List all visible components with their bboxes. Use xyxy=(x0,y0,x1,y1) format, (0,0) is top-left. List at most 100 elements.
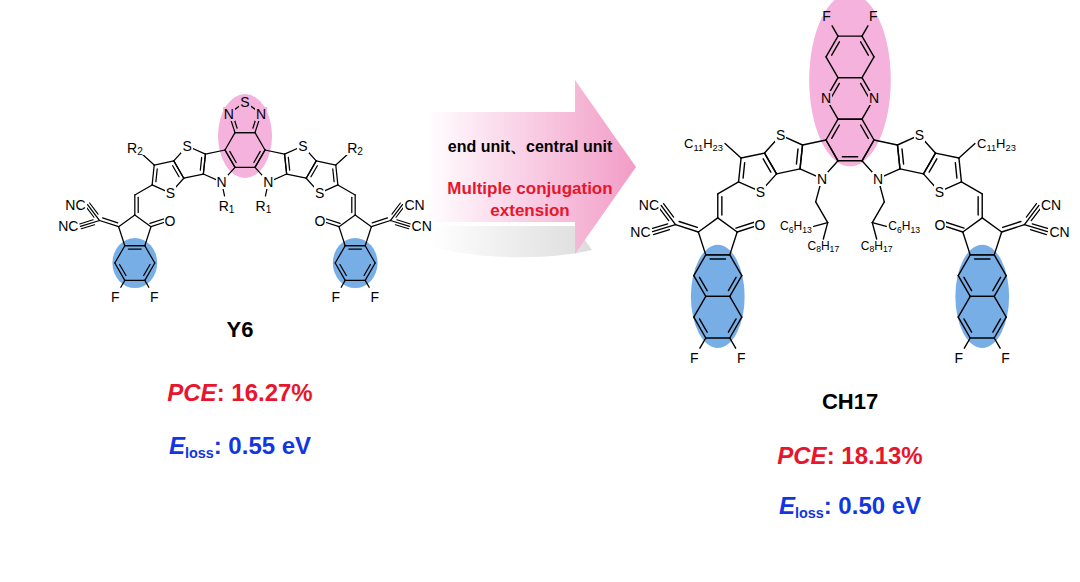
bond-line xyxy=(345,245,365,246)
bond-line xyxy=(235,132,255,133)
bond-line xyxy=(838,119,862,120)
atom-label: O xyxy=(164,214,177,228)
bond-line xyxy=(872,223,886,227)
bond-line xyxy=(862,57,874,78)
bond-line xyxy=(316,161,336,165)
bond-line xyxy=(100,221,119,227)
bond-line xyxy=(963,218,982,232)
atom-label: NC xyxy=(64,198,86,212)
atom-label: F xyxy=(149,290,160,304)
bond-line xyxy=(265,150,285,154)
bond-line xyxy=(730,296,742,317)
bond-line xyxy=(970,254,994,255)
bond-line xyxy=(963,232,970,255)
bond-line xyxy=(741,153,764,158)
atom-label: R2 xyxy=(346,141,364,155)
highlight-group xyxy=(112,0,1009,348)
bond-line xyxy=(826,57,838,78)
bond-line xyxy=(897,145,900,169)
bond-line xyxy=(862,26,868,36)
atom-label: F xyxy=(736,351,747,365)
atom-label: F xyxy=(1000,351,1011,365)
bond-line xyxy=(235,167,255,168)
bond-line xyxy=(138,197,139,212)
bond-line xyxy=(1024,225,1047,232)
atom-label: N xyxy=(255,107,267,121)
bond-line xyxy=(355,215,371,227)
bond-line xyxy=(718,182,739,194)
bond-line xyxy=(205,150,225,154)
bond-line xyxy=(115,246,125,263)
bond-line xyxy=(728,277,736,290)
arrow-caption: Multiple conjugation extension xyxy=(429,178,631,222)
bond-line xyxy=(994,338,1000,348)
bond-line xyxy=(365,246,375,263)
bond-line xyxy=(958,255,970,276)
substituent-label: C8H17 xyxy=(806,240,840,252)
atom-label: R1 xyxy=(255,199,273,213)
bond-line xyxy=(1026,204,1036,217)
bond-line xyxy=(200,157,201,170)
atom-label: N xyxy=(216,175,228,189)
atom-label: N xyxy=(872,172,884,186)
bond-line xyxy=(1002,225,1025,232)
bond-line xyxy=(838,77,862,78)
bond-line xyxy=(81,225,94,229)
bond-line xyxy=(335,246,345,263)
highlight-ellipse xyxy=(955,245,1009,348)
bond-line xyxy=(826,140,838,161)
atom-label: F xyxy=(954,351,965,365)
bond-line xyxy=(959,158,962,182)
bond-line xyxy=(338,185,355,195)
bond-line xyxy=(929,159,937,172)
bond-line xyxy=(340,264,346,275)
bond-line xyxy=(842,156,857,157)
bond-line xyxy=(872,202,884,223)
highlight-ellipse xyxy=(218,94,272,178)
bond-line xyxy=(144,264,150,275)
bond-line xyxy=(706,296,730,297)
bond-line xyxy=(700,338,706,348)
bond-line xyxy=(676,225,699,232)
bond-line xyxy=(661,205,675,224)
bond-line xyxy=(970,296,994,297)
substituent-label: C6H13 xyxy=(887,220,921,232)
bond-line xyxy=(288,157,289,170)
bond-line xyxy=(902,149,904,164)
atom-label: S xyxy=(755,185,766,199)
bond-line xyxy=(961,182,982,194)
bond-line xyxy=(336,154,348,165)
bond-line xyxy=(285,154,287,174)
substituent-label: C11H23 xyxy=(683,137,724,150)
atom-label: F xyxy=(369,290,380,304)
atom-label: S xyxy=(165,186,176,200)
highlight-ellipse xyxy=(112,238,157,288)
bond-line xyxy=(862,140,874,161)
bond-line xyxy=(125,245,145,246)
atom-label: NC xyxy=(57,219,79,233)
bond-line xyxy=(699,277,707,290)
bond-line xyxy=(142,154,154,165)
bond-line xyxy=(371,221,390,227)
atom-label: F xyxy=(868,9,879,23)
atom-label: NC xyxy=(629,225,651,239)
bond-line xyxy=(982,218,1001,232)
atom-label: CN xyxy=(1040,198,1062,212)
bond-line xyxy=(874,140,897,145)
bond-line xyxy=(725,144,741,158)
bond-line xyxy=(145,280,149,287)
bond-line xyxy=(1030,230,1046,235)
bond-line xyxy=(341,280,345,287)
bond-line xyxy=(826,140,838,161)
bond-line xyxy=(1024,205,1038,224)
performance-metric: PCE: 16.27% xyxy=(166,381,313,405)
atom-label: S xyxy=(239,95,250,109)
bond-line xyxy=(728,319,736,332)
bond-line xyxy=(970,254,994,255)
atom-label: CN xyxy=(411,219,433,233)
atom-label: N xyxy=(868,91,880,105)
bond-line xyxy=(861,42,869,55)
bond-line xyxy=(392,203,400,214)
bond-line xyxy=(975,258,990,259)
bond-line xyxy=(993,277,1001,290)
